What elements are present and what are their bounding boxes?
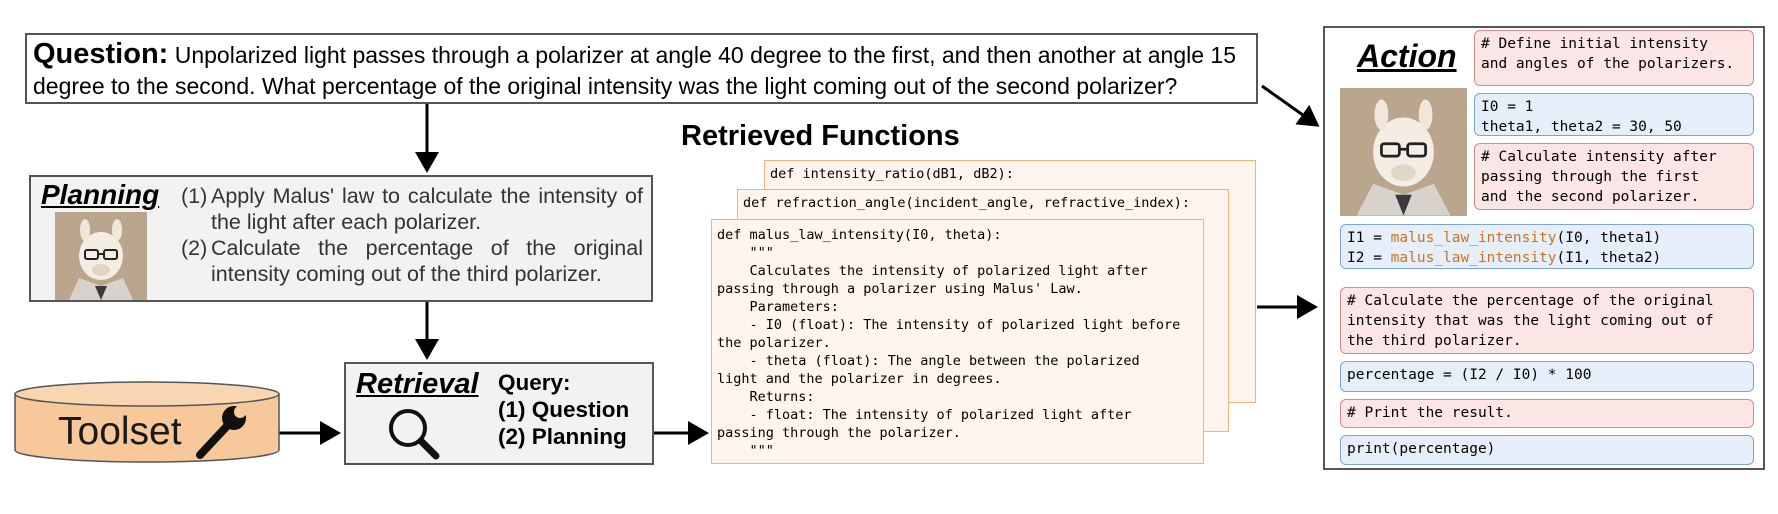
function-signature: def refraction_angle(incident_angle, ref…: [743, 195, 1191, 211]
code-line: I1 = malus_law_intensity(I0, theta1): [1347, 228, 1747, 248]
retrieved-functions-title: Retrieved Functions: [681, 120, 960, 152]
action-comment: # Calculate the percentage of the origin…: [1340, 287, 1754, 354]
planning-step-text: Calculate the percentage of the original…: [211, 236, 643, 286]
planning-box: Planning (1) Apply Malus' law to calcula…: [29, 175, 653, 302]
question-text: Unpolarized light passes through a polar…: [33, 42, 1237, 99]
function-call: malus_law_intensity: [1390, 230, 1557, 246]
function-signature: def intensity_ratio(dB1, dB2):: [770, 166, 1014, 182]
function-card-main: def malus_law_intensity(I0, theta): """ …: [711, 219, 1204, 464]
retrieval-title: Retrieval: [356, 368, 479, 400]
search-icon: [389, 409, 440, 460]
action-title: Action: [1357, 38, 1457, 74]
action-panel: Action # Define initial intensity and an…: [1323, 26, 1765, 470]
arrow-question-to-action: [1261, 84, 1320, 127]
action-code: print(percentage): [1340, 435, 1754, 465]
planning-step-number: (2): [181, 236, 208, 260]
query-item: (2) Planning: [498, 424, 627, 449]
code-args: (I0, theta1): [1556, 230, 1662, 246]
llama-icon: [55, 212, 147, 300]
function-code: def malus_law_intensity(I0, theta): """ …: [717, 227, 1181, 459]
planning-step: (1) Apply Malus' law to calculate the in…: [181, 183, 643, 235]
wrench-icon: [196, 403, 250, 459]
planning-step-number: (1): [181, 184, 208, 208]
question-label: Question:: [33, 38, 169, 70]
code-prefix: I1 =: [1347, 230, 1391, 246]
action-code: I0 = 1 theta1, theta2 = 30, 50: [1474, 93, 1754, 136]
code-prefix: I2 =: [1347, 250, 1391, 266]
action-comment: # Calculate intensity after passing thro…: [1474, 143, 1754, 210]
query-label: Query:: [498, 370, 571, 395]
llama-icon: [1340, 88, 1467, 216]
function-call: malus_law_intensity: [1390, 250, 1557, 266]
planning-step-text: Apply Malus' law to calculate the intens…: [211, 184, 643, 234]
planning-step: (2) Calculate the percentage of the orig…: [181, 235, 643, 287]
action-comment: # Print the result.: [1340, 399, 1754, 428]
planning-steps: (1) Apply Malus' law to calculate the in…: [181, 183, 643, 287]
retrieval-box: Retrieval Query: (1) Question (2) Planni…: [344, 362, 654, 465]
action-code: I1 = malus_law_intensity(I0, theta1)I2 =…: [1340, 224, 1754, 269]
action-code: percentage = (I2 / I0) * 100: [1340, 361, 1754, 392]
planning-title: Planning: [41, 179, 160, 210]
code-line: I2 = malus_law_intensity(I1, theta2): [1347, 248, 1747, 268]
action-comment: # Define initial intensity and angles of…: [1474, 30, 1754, 86]
question-box: Question: Unpolarized light passes throu…: [25, 33, 1258, 104]
query-text: Query: (1) Question (2) Planning: [498, 369, 629, 450]
code-args: (I1, theta2): [1556, 250, 1662, 266]
toolset-label: Toolset: [58, 410, 182, 453]
query-item: (1) Question: [498, 397, 630, 422]
